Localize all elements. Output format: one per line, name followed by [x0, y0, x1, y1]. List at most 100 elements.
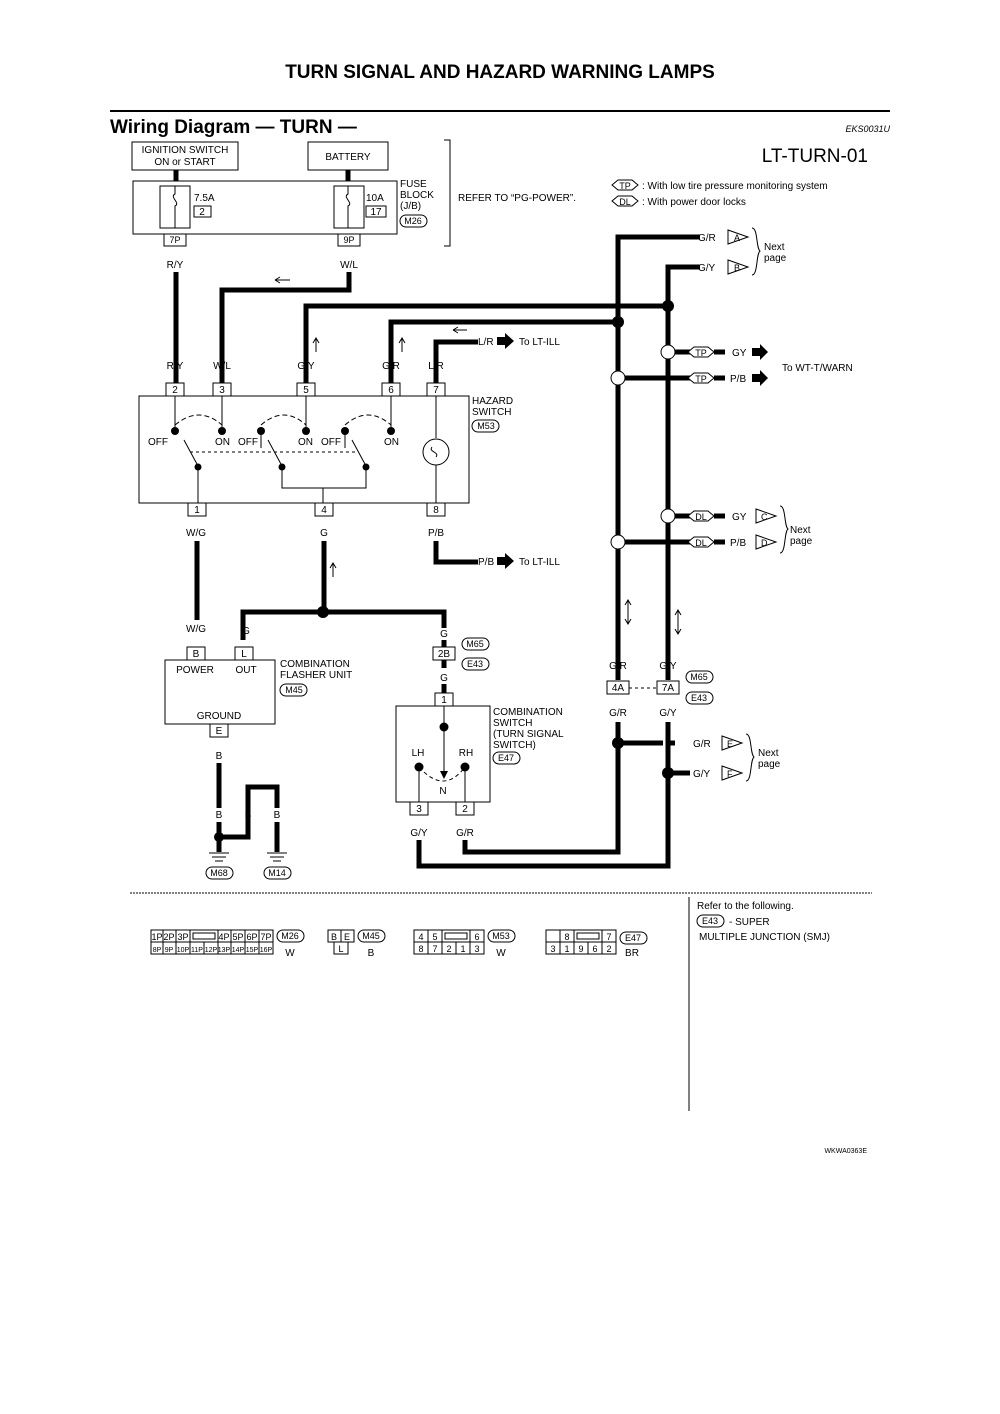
pin-2b: 2B	[438, 649, 451, 660]
wire-label-gy: G/Y	[297, 361, 315, 372]
ground-m14: M14	[268, 868, 286, 878]
fuse-2-amp: 10A	[366, 193, 384, 204]
next-page-2-a: Next	[790, 525, 811, 536]
legend-tp-tag: TP	[619, 181, 631, 191]
m26-pin: 9P	[165, 947, 174, 954]
m26-pin: 13P	[218, 947, 231, 954]
refer-line-2: - SUPER	[729, 917, 770, 928]
refer-note: Refer to the following. E43 - SUPER MULT…	[696, 901, 830, 943]
wire-label-wl-top: W/L	[340, 260, 358, 271]
m53-pin: 2	[446, 944, 451, 954]
m26-pin: 3P	[177, 932, 188, 942]
connector-e47: 8 7 3 1 9 6 2 E47 BR	[545, 929, 648, 959]
hazard-label-1: HAZARD	[472, 396, 513, 407]
fuse-block-label-1: FUSE	[400, 179, 427, 190]
m26-pin: 12P	[205, 947, 218, 954]
m26-color: W	[285, 948, 295, 959]
legend-dl-tag: DL	[619, 197, 631, 207]
footer-code: WKWA0363E	[824, 1148, 867, 1155]
wire-gr-top	[388, 319, 618, 383]
e47-pin: 7	[606, 932, 611, 942]
connector-m26: 1P 2P 3P 4P 5P 6P 7P 8P 9P 10P 11P 12P 1…	[150, 929, 305, 959]
flasher-connector: M45	[285, 685, 303, 695]
bus-gy	[665, 264, 700, 680]
e47-pin: 9	[578, 944, 583, 954]
ref-e: E	[727, 739, 733, 749]
combo-label-4: SWITCH)	[493, 740, 536, 751]
hazard-pin-4: 4	[321, 505, 327, 516]
wire-g-branch	[240, 609, 447, 640]
m26-pin: 11P	[191, 947, 203, 954]
legend-tp-desc: : With low tire pressure monitoring syst…	[642, 181, 828, 192]
wire-gy-bottom	[416, 722, 671, 869]
combination-switch: 1 LH RH N 3 2 COMBINATION SWITCH (TURN S…	[395, 692, 564, 816]
tp-tag-2: TP	[695, 374, 707, 384]
m26-pin: 15P	[246, 947, 259, 954]
junction-m65-b: M65	[690, 672, 708, 682]
m53-pin: 8	[418, 944, 423, 954]
wire-b-ground	[219, 784, 280, 840]
next-page-3-b: page	[758, 759, 781, 770]
ref-d: D	[761, 538, 768, 548]
legend: TP : With low tire pressure monitoring s…	[611, 179, 828, 208]
ignition-label-2: ON or START	[154, 157, 215, 168]
hazard-label-2: SWITCH	[472, 407, 511, 418]
next-page-1-a: Next	[764, 242, 785, 253]
hazard-pin-3: 3	[219, 385, 225, 396]
combo-pin-1: 1	[441, 695, 447, 706]
combo-pin-3: 3	[416, 804, 422, 815]
e47-pin: 3	[550, 944, 555, 954]
flasher-pin-e: E	[216, 726, 223, 737]
combo-lh: LH	[412, 748, 425, 759]
battery: BATTERY	[307, 141, 389, 171]
wire-label-gr-bottom: G/R	[456, 828, 474, 839]
m26-pin: 14P	[232, 947, 245, 954]
tp-tag-1: TP	[695, 348, 707, 358]
ref-f: F	[727, 769, 733, 779]
section-title: Wiring Diagram — TURN —	[110, 117, 357, 138]
next-page-3-a: Next	[758, 748, 779, 759]
m53-pin: 1	[460, 944, 465, 954]
flasher-label-1: COMBINATION	[280, 659, 350, 670]
combination-flasher-unit: B L POWER OUT GROUND E COMBINATION FLASH…	[164, 646, 352, 738]
e47-pin: 8	[564, 932, 569, 942]
junction-m65-a: M65	[466, 639, 484, 649]
wire-label-gr: G/R	[382, 361, 400, 372]
next-gr-label-2: G/R	[693, 739, 711, 750]
junction-e43-a: E43	[467, 659, 483, 669]
hazard-off-1: OFF	[148, 437, 168, 448]
flasher-ground: GROUND	[197, 711, 241, 722]
connector-m45: B E L M45 B	[327, 929, 386, 959]
wire-label-wl: W/L	[213, 361, 231, 372]
e47-color: BR	[625, 948, 639, 959]
diagram-id: LT-TURN-01	[762, 146, 868, 167]
wire-label-b-2: B	[216, 810, 223, 821]
wire-gy-top	[303, 303, 668, 383]
combo-label-2: SWITCH	[493, 718, 532, 729]
m26-pin: 4P	[218, 932, 229, 942]
fuse-1-amp: 7.5A	[194, 193, 215, 204]
e47-pin: 6	[592, 944, 597, 954]
fuse-block-connector: M26	[404, 216, 422, 226]
hazard-pins-bottom: 1 4 8	[187, 502, 446, 517]
wire-label-g-switch: G	[440, 673, 448, 684]
m45-pin: L	[338, 944, 343, 954]
m53-pin: 7	[432, 944, 437, 954]
pin-4a: 4A	[612, 683, 625, 694]
junction-ground	[214, 832, 224, 842]
m45-pin: B	[331, 932, 337, 942]
wire-label-ry: R/Y	[167, 361, 184, 372]
wire-label-b-3: B	[245, 810, 252, 821]
m26-pin: 5P	[232, 932, 243, 942]
combo-rh: RH	[459, 748, 473, 759]
refer-pg-power: REFER TO “PG-POWER”.	[458, 193, 576, 204]
next-page-1-b: page	[764, 253, 787, 264]
ignition-label-1: IGNITION SWITCH	[142, 145, 229, 156]
m26-pin: 6P	[246, 932, 257, 942]
wire-label-lr: L/R	[428, 361, 444, 372]
legend-dl-desc: : With power door locks	[642, 197, 746, 208]
ignition-switch: IGNITION SWITCH ON or START	[131, 141, 239, 171]
wire-wl	[219, 272, 352, 383]
to-wt-t-warn: To WT-T/WARN	[782, 363, 853, 374]
